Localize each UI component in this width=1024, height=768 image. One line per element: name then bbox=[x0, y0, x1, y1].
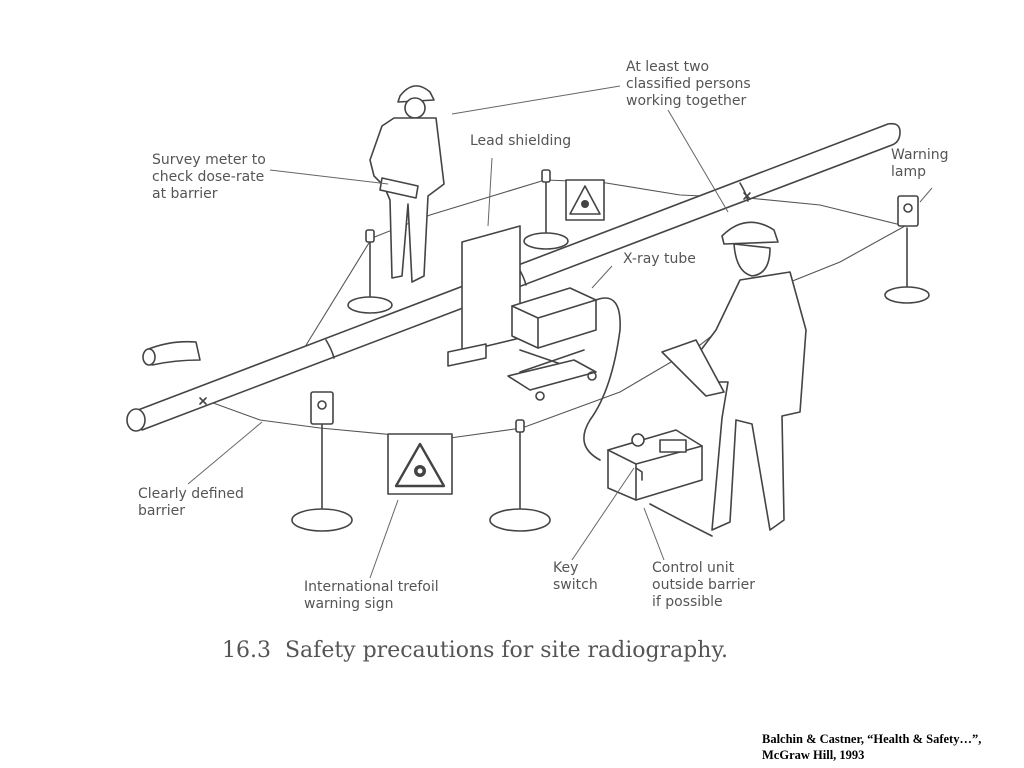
lead-shielding-panel bbox=[447, 225, 521, 367]
label-x-ray-tube: X-ray tube bbox=[623, 251, 696, 267]
label-barrier: Clearly defined barrier bbox=[138, 486, 244, 519]
label-control-unit: Control unit outside barrier if possible bbox=[652, 560, 756, 610]
person-with-survey-meter bbox=[369, 85, 445, 283]
barrier-post bbox=[489, 419, 551, 532]
label-key-switch: Key switch bbox=[553, 560, 598, 593]
figure-number: 16.3 bbox=[222, 638, 271, 663]
figure-caption: 16.3 Safety precautions for site radiogra… bbox=[222, 638, 728, 663]
person-with-clipboard bbox=[661, 221, 807, 531]
label-survey-meter: Survey meter to check dose-rate at barri… bbox=[152, 152, 266, 202]
source-credit: Balchin & Castner, “Health & Safety…”, M… bbox=[762, 732, 982, 762]
label-lead-shielding: Lead shielding bbox=[470, 133, 572, 149]
trefoil-warning-sign bbox=[387, 433, 453, 495]
control-unit bbox=[607, 429, 713, 537]
barrier-post bbox=[291, 419, 353, 532]
leader-lines bbox=[187, 85, 933, 579]
barrier-post bbox=[523, 169, 569, 250]
label-warning-lamp: Warning lamp bbox=[891, 147, 949, 180]
barrier-post bbox=[884, 227, 930, 304]
figure-caption-text: Safety precautions for site radiography. bbox=[284, 638, 728, 663]
warning-lamp bbox=[310, 391, 334, 425]
barrier-post bbox=[347, 229, 393, 314]
x-ray-tube bbox=[507, 287, 621, 461]
warning-lamp bbox=[897, 195, 919, 227]
trefoil-warning-sign bbox=[565, 179, 605, 221]
label-two-persons: At least two classified persons working … bbox=[626, 59, 751, 109]
label-trefoil-sign: International trefoil warning sign bbox=[304, 579, 439, 612]
